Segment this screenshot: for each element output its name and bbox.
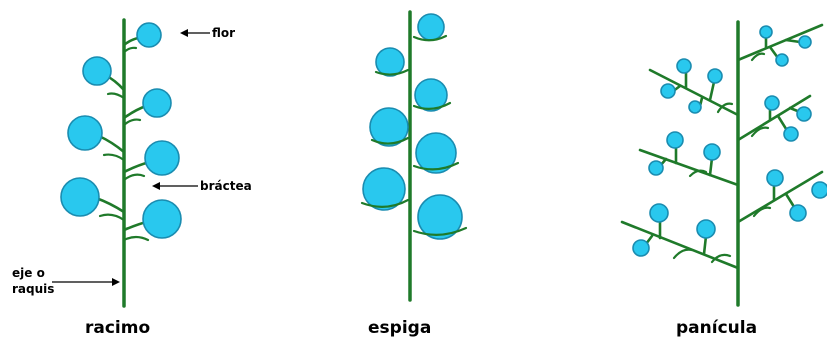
panicle-diagram: panícula <box>622 22 827 338</box>
raceme-flower <box>68 116 102 150</box>
panicle-flower <box>677 59 691 73</box>
raceme-bract <box>124 120 140 125</box>
axis-label: eje o raquis <box>12 266 54 296</box>
raceme-bract <box>124 237 148 240</box>
raceme-bract <box>108 94 124 99</box>
panicle-pedicel <box>710 82 714 100</box>
panicle-flower <box>704 144 720 160</box>
panicle-flower <box>765 96 779 110</box>
panicle-flower <box>650 204 668 222</box>
panicle-flower <box>784 127 798 141</box>
raceme-pedicel <box>124 106 146 118</box>
panicle-flower <box>697 220 715 238</box>
bract-label: bráctea <box>200 179 252 193</box>
panicle-flower <box>812 182 827 198</box>
panicle-caption: panícula <box>676 318 757 338</box>
panicle-flower <box>649 161 663 175</box>
raceme-flower <box>143 89 171 117</box>
raceme-pedicel <box>99 136 124 152</box>
spike-flower <box>418 14 444 40</box>
raceme-flower <box>145 141 179 175</box>
panicle-flower <box>633 240 649 256</box>
panicle-flower <box>776 54 788 66</box>
raceme-diagram: flor bráctea eje o raquis racimo <box>12 20 252 338</box>
raceme-flower <box>143 200 181 238</box>
flower-label: flor <box>212 26 235 40</box>
panicle-bract <box>754 208 770 216</box>
raceme-caption: racimo <box>85 318 150 338</box>
panicle-flower <box>708 69 722 83</box>
spike-diagram: espiga <box>362 12 466 338</box>
raceme-flower <box>83 57 111 85</box>
spike-caption: espiga <box>368 318 431 338</box>
raceme-bract <box>104 155 124 160</box>
raceme-pedicel <box>96 198 124 212</box>
raceme-bract <box>100 215 124 220</box>
panicle-bract <box>674 250 692 258</box>
bract-pointer-head <box>152 182 160 190</box>
panicle-flower <box>760 26 772 38</box>
flower-pointer-head <box>180 29 188 37</box>
panicle-flower <box>797 107 811 121</box>
axis-pointer-head <box>112 278 120 286</box>
panicle-flower <box>689 101 701 113</box>
panicle-flower <box>767 170 783 186</box>
raceme-bract <box>124 175 144 180</box>
panicle-pedicel <box>786 40 800 42</box>
panicle-flower <box>661 84 675 98</box>
raceme-flower <box>137 23 161 47</box>
panicle-flower <box>790 205 806 221</box>
raceme-bract <box>124 48 136 52</box>
panicle-flower <box>667 132 683 148</box>
raceme-flower <box>61 178 99 216</box>
panicle-flower <box>799 36 811 48</box>
spike-flower <box>376 48 404 76</box>
raceme-pedicel <box>124 38 138 45</box>
